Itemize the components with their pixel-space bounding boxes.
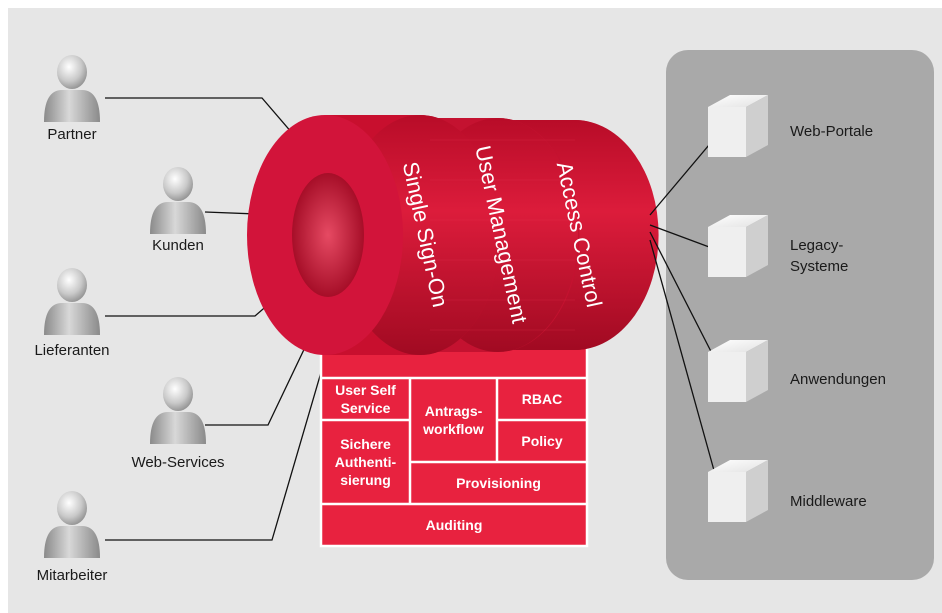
actor-label-kunden: Kunden — [152, 237, 204, 254]
person-icon-web-services — [150, 377, 206, 444]
connector-arrowheads — [714, 126, 728, 492]
system-connectors — [649, 125, 729, 493]
actor-label-partner: Partner — [47, 126, 97, 143]
person-icon-mitarbeiter — [44, 491, 100, 558]
system-label-legacy: Legacy- Systeme — [790, 237, 849, 275]
cube-icon-anwendungen — [708, 340, 768, 402]
cube-icon-legacy — [708, 215, 768, 277]
module-provisioning: Provisioning — [456, 475, 541, 491]
module-policy: Policy — [521, 433, 563, 449]
actor-label-web-services: Web-Services — [131, 454, 225, 471]
cylinder — [247, 115, 659, 355]
system-label-anwendungen: Anwendungen — [790, 371, 886, 388]
system-label-middleware: Middleware — [790, 493, 867, 510]
actor-label-lieferanten: Lieferanten — [34, 342, 110, 359]
cube-icon-web-portale — [708, 95, 768, 157]
module-antragsworkflow: Antrags- workflow — [423, 403, 484, 437]
connector-anwendungen — [649, 231, 723, 374]
cube-icon-middleware — [708, 460, 768, 522]
module-auditing: Auditing — [425, 517, 483, 533]
module-sichere-authentisierung: Sichere Authenti- sierung — [334, 436, 397, 488]
person-icon-kunden — [150, 167, 206, 234]
modules-box — [319, 338, 589, 548]
module-user-self-service: User Self Service — [335, 382, 396, 416]
module-rbac: RBAC — [521, 391, 563, 407]
person-icon-partner — [44, 55, 100, 122]
system-label-web-portale: Web-Portale — [790, 123, 874, 140]
connector-middleware — [649, 239, 721, 493]
person-icon-lieferanten — [44, 268, 100, 335]
cylinder-hole — [292, 173, 364, 297]
actor-label-mitarbeiter: Mitarbeiter — [36, 567, 108, 584]
